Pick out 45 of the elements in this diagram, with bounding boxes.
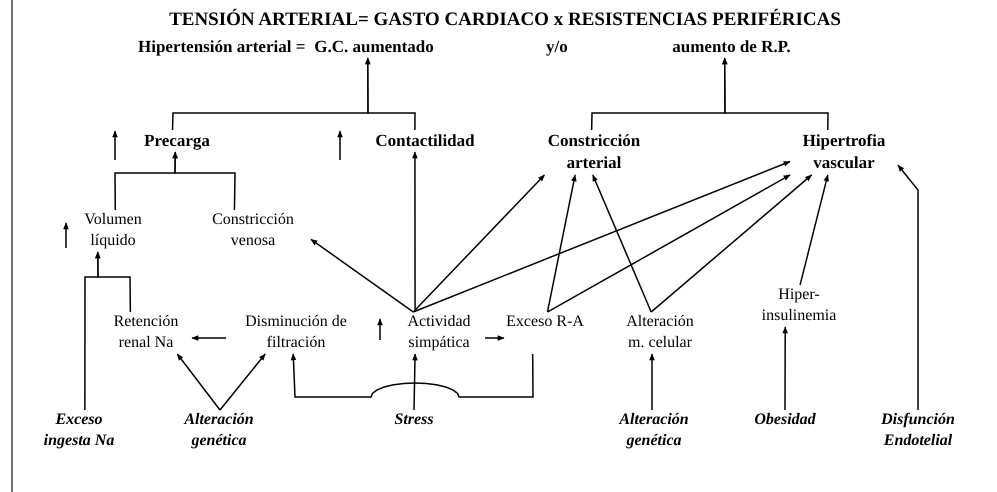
cause-text: Alteración genética bbox=[170, 410, 268, 452]
arrow bbox=[412, 160, 791, 313]
cause-text: Exceso ingesta Na bbox=[30, 410, 128, 452]
heading-text: Precarga bbox=[132, 130, 222, 152]
cause-text: Disfunción Endotelial bbox=[866, 410, 970, 452]
heading-text: aumento de R.P. bbox=[664, 36, 799, 58]
arrow bbox=[722, 57, 829, 130]
arrow bbox=[191, 335, 226, 341]
arrow bbox=[485, 335, 505, 341]
arrow bbox=[412, 174, 545, 313]
factor-text: Exceso R-A bbox=[504, 312, 586, 354]
arrow bbox=[176, 353, 221, 410]
arrow bbox=[546, 174, 577, 312]
arrow bbox=[310, 238, 414, 313]
arrow bbox=[365, 57, 416, 130]
arrow bbox=[412, 353, 418, 410]
arrow bbox=[649, 353, 655, 410]
cause-text: Stress bbox=[380, 410, 448, 432]
arrow bbox=[547, 174, 791, 313]
arrow bbox=[412, 151, 418, 312]
factor-text: Volumen líquido bbox=[75, 210, 151, 252]
formula-text: y/o bbox=[546, 36, 568, 58]
arrow bbox=[897, 164, 919, 410]
formula-text: Hipertensión arterial = bbox=[138, 36, 306, 58]
factor-text: Alteración m. celular bbox=[620, 312, 700, 354]
arrow bbox=[219, 353, 266, 410]
heading-text: Constricción arterial bbox=[535, 130, 653, 175]
arrow bbox=[172, 151, 236, 210]
arrow bbox=[592, 174, 652, 312]
heading-text: Contactilidad bbox=[362, 130, 488, 152]
factor-text: Hiper-insulinemia bbox=[746, 285, 852, 327]
factor-text: Retención renal Na bbox=[100, 312, 192, 354]
arrow bbox=[782, 326, 788, 410]
factor-text: Actividad simpática bbox=[393, 312, 485, 354]
factor-text: Constricción venosa bbox=[195, 210, 311, 252]
arrow bbox=[84, 251, 101, 410]
heading-text: Hipertrofia vascular bbox=[790, 130, 898, 175]
arrow bbox=[290, 353, 534, 398]
title: TENSIÓN ARTERIAL= GASTO CARDIACO x RESISTENCIAS PERIFÉRICAS bbox=[168, 8, 842, 32]
arrow bbox=[799, 174, 829, 286]
heading-text: G.C. aumentado bbox=[312, 36, 436, 58]
arrow bbox=[650, 174, 812, 313]
factor-text: Disminución de filtración bbox=[226, 312, 366, 354]
cause-text: Obesidad bbox=[740, 410, 830, 432]
cause-text: Alteración genética bbox=[604, 410, 704, 452]
